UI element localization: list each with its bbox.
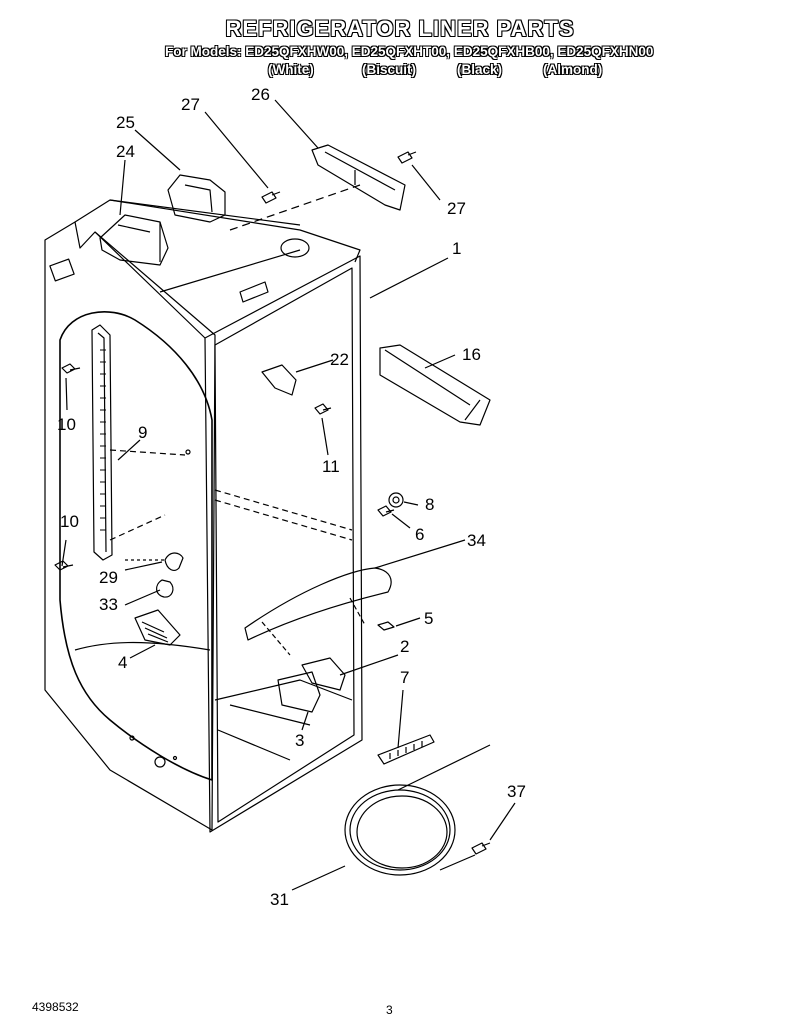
part-8-cap xyxy=(388,492,404,508)
callout-10-top: 10 xyxy=(57,415,76,434)
callout-27-right: 27 xyxy=(447,199,466,218)
callout-31: 31 xyxy=(270,890,289,909)
leader-lines xyxy=(61,99,516,891)
color-almond: (Almond) xyxy=(543,62,603,77)
color-biscuit: (Biscuit) xyxy=(362,62,416,77)
callout-27-left: 27 xyxy=(181,95,200,114)
callout-25: 25 xyxy=(116,113,135,132)
callout-4: 4 xyxy=(118,653,127,672)
part-2-bracket xyxy=(301,657,346,691)
callout-16: 16 xyxy=(462,345,481,364)
callout-5: 5 xyxy=(424,609,433,628)
page-number: 3 xyxy=(386,1003,393,1017)
callout-26: 26 xyxy=(251,85,270,104)
part-27-screw-right xyxy=(397,151,417,164)
doc-number: 4398532 xyxy=(32,1000,79,1014)
page-title: REFRIGERATOR LINER PARTS xyxy=(225,16,575,41)
callout-3: 3 xyxy=(295,731,304,750)
callout-6: 6 xyxy=(415,525,424,544)
callout-11: 11 xyxy=(322,457,340,476)
liner-left-wall xyxy=(44,221,216,831)
part-27-screw-left xyxy=(261,191,281,204)
part-29-light-socket xyxy=(164,552,184,571)
liner-back-edge xyxy=(74,199,361,263)
callout-7: 7 xyxy=(400,668,409,687)
part-33-bulb xyxy=(156,579,174,598)
part-6-screw xyxy=(377,505,395,517)
color-white: (White) xyxy=(268,62,314,77)
part-26-bracket xyxy=(311,144,406,211)
part-25-bracket xyxy=(167,174,226,223)
part-10-screw-bottom xyxy=(54,560,74,571)
callout-10-bottom: 10 xyxy=(60,512,79,531)
model-list: For Models: ED25QFXHW00, ED25QFXHT00, ED… xyxy=(165,44,654,59)
part-24-housing xyxy=(99,214,169,266)
callout-29: 29 xyxy=(99,568,118,587)
callout-37: 37 xyxy=(507,782,526,801)
liner-front-inner xyxy=(214,267,355,823)
part-16-trim xyxy=(379,344,491,426)
part-22-bracket xyxy=(261,364,297,396)
part-3-bracket xyxy=(277,671,321,713)
callout-9: 9 xyxy=(138,423,147,442)
callout-8: 8 xyxy=(425,495,434,514)
liner-inner-cavity xyxy=(59,311,213,781)
part-7-tie xyxy=(377,734,435,765)
color-black: (Black) xyxy=(457,62,503,77)
part-10-screw-top xyxy=(61,363,81,374)
part-34-cover xyxy=(244,567,392,641)
part-5-nut xyxy=(377,621,395,631)
liner-top xyxy=(94,199,301,339)
part-37-screw xyxy=(471,842,491,855)
callout-22: 22 xyxy=(330,350,349,369)
callout-34: 34 xyxy=(467,531,486,550)
callout-33: 33 xyxy=(99,595,118,614)
liner-front-frame xyxy=(204,255,363,833)
part-31-tubing xyxy=(344,784,456,876)
callout-1: 1 xyxy=(452,239,461,258)
part-4-light-shield xyxy=(134,609,181,646)
part-9-rail xyxy=(91,324,113,561)
part-11-screw xyxy=(314,403,332,415)
callout-24: 24 xyxy=(116,142,135,161)
callout-2: 2 xyxy=(400,637,409,656)
rail-holes xyxy=(100,349,106,531)
